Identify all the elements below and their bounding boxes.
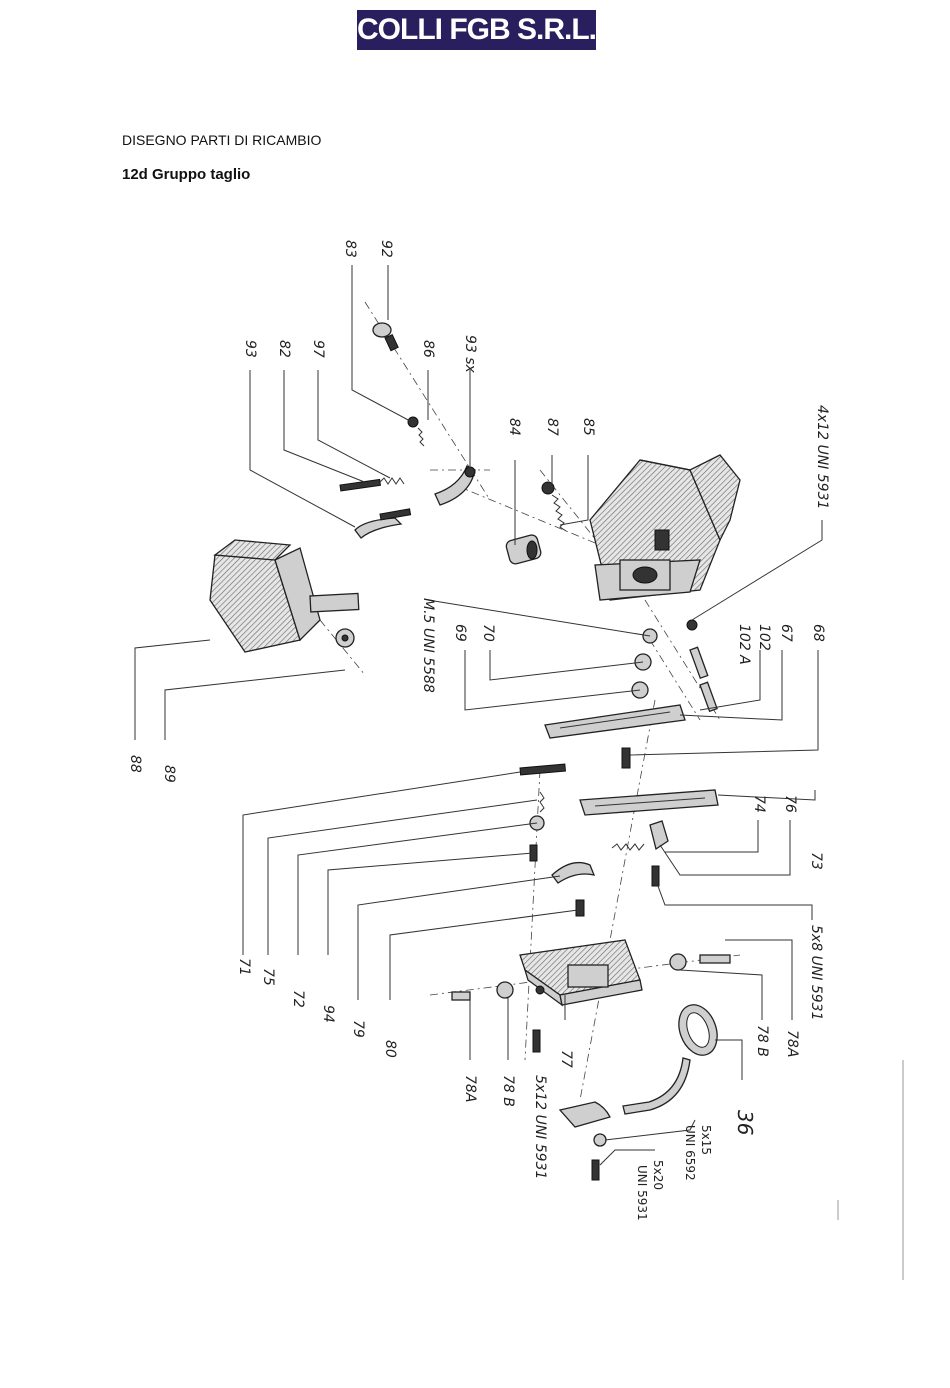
part-number-labels: 83 92 93 82 97 86 93 sx 84 87 85 4x12 UN… [127,240,830,1221]
plate-77 [520,940,642,1005]
label-5x8: 5x8 UNI 5931 [808,925,824,1020]
label-94: 94 [320,1005,336,1023]
label-102A: 102 A [736,624,752,665]
label-83: 83 [342,240,358,258]
label-78A-left: 78A [462,1075,478,1102]
label-78A-right: 78A [784,1030,800,1057]
screw-68 [622,748,630,768]
label-87: 87 [544,418,560,436]
label-97: 97 [310,340,326,358]
label-68: 68 [810,624,826,642]
blade-67 [545,705,685,738]
label-74: 74 [751,795,767,813]
spring-74 [612,821,668,886]
label-67: 67 [778,624,794,642]
label-93sx: 93 sx [462,335,478,374]
washers-part [632,629,657,698]
label-36: 36 [733,1110,757,1135]
label-88: 88 [127,755,143,773]
studs-part [690,647,717,711]
label-72: 72 [290,990,306,1008]
label-79: 79 [350,1020,366,1038]
label-73: 73 [808,852,824,870]
label-92: 92 [378,240,394,258]
lever-part [435,466,475,505]
leader-lines [135,265,822,1165]
bar-71 [520,764,565,775]
spring-rod-part [340,478,411,538]
label-69: 69 [452,624,468,642]
label-71: 71 [236,958,252,976]
spring-85 [542,482,566,531]
label-75: 75 [260,968,276,986]
label-86: 86 [420,340,436,358]
label-5x12: 5x12 UNI 5931 [532,1075,548,1179]
label-85: 85 [580,418,596,436]
label-uni5931: UNI 5931 [635,1165,649,1221]
label-m5: M.5 UNI 5588 [420,598,436,693]
label-78B-right: 78 B [754,1025,770,1057]
label-77: 77 [558,1050,574,1068]
label-93: 93 [242,340,258,358]
cover-box-part [210,540,359,652]
label-84: 84 [506,418,522,436]
label-80: 80 [382,1040,398,1058]
label-4x12: 4x12 UNI 5931 [814,405,830,509]
knob-screw-part [373,323,398,351]
label-uni6592: UNI 6592 [683,1125,697,1181]
label-82: 82 [276,340,292,358]
blade-73 [580,790,718,815]
label-76: 76 [782,795,798,813]
label-102: 102 [756,624,772,651]
bushing-part [505,534,542,565]
label-70: 70 [480,624,496,642]
label-78B-left: 78 B [500,1075,516,1107]
label-89: 89 [161,765,177,783]
label-5x20: 5x20 [651,1160,665,1190]
label-5x15: 5x15 [699,1125,713,1155]
